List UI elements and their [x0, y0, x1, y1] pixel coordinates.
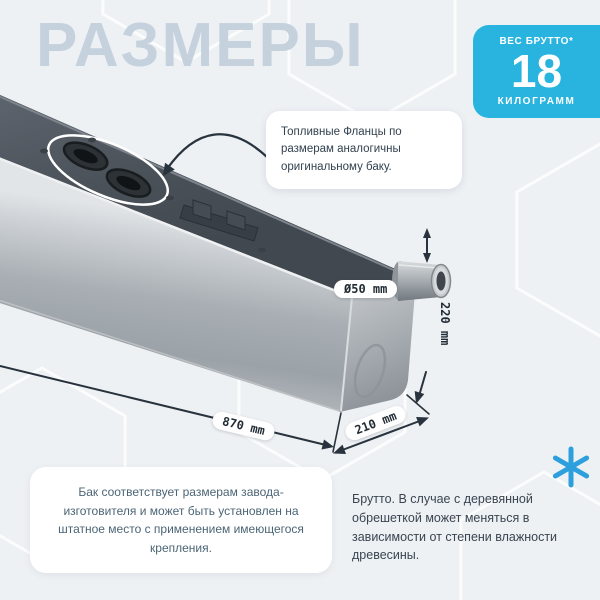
hexagon-decoration — [237, 286, 407, 482]
asterisk-icon — [552, 446, 590, 488]
flange-right — [105, 168, 152, 198]
top-face-bolts — [40, 137, 266, 253]
hexagon-decoration — [515, 142, 600, 338]
flange-left — [62, 141, 109, 171]
depth-dimension-label: 210 mm — [342, 403, 409, 443]
flange-highlight-ring — [46, 134, 170, 206]
weight-value: 18 — [510, 45, 563, 98]
tank-bottom-edge-highlight — [0, 299, 340, 412]
page-title: РАЗМЕРЫ — [36, 11, 365, 80]
pipe-bore — [436, 271, 446, 291]
length-dimension-label: 870 mm — [210, 409, 277, 443]
flange-left-bore — [73, 148, 98, 164]
mounting-bracket — [179, 199, 259, 242]
gross-weight-badge: ВЕС БРУТТО* 18 КИЛОГРАММ — [473, 25, 600, 118]
weight-label: ВЕС БРУТТО* — [499, 36, 574, 48]
flange-callout: Топливные Фланцы по размерам аналогичны … — [266, 111, 462, 189]
tank-end-cap — [340, 280, 416, 412]
callout-arrow — [163, 133, 270, 176]
flange-right-bore — [116, 175, 141, 191]
tank-end-edge-highlight — [340, 296, 353, 412]
fitment-note: Бак соответствует размерам завода-изгото… — [30, 467, 332, 574]
end-cap-recess — [353, 343, 387, 399]
height-dimension-label: 220 mm — [438, 302, 452, 346]
pipe-diameter-label: Ø50 mm — [334, 280, 398, 298]
fuel-flanges — [46, 134, 170, 206]
gross-weight-note: Брутто. В случае с деревянной обрешеткой… — [352, 492, 558, 563]
weight-unit: КИЛОГРАММ — [497, 95, 576, 107]
outlet-pipe — [392, 261, 452, 301]
